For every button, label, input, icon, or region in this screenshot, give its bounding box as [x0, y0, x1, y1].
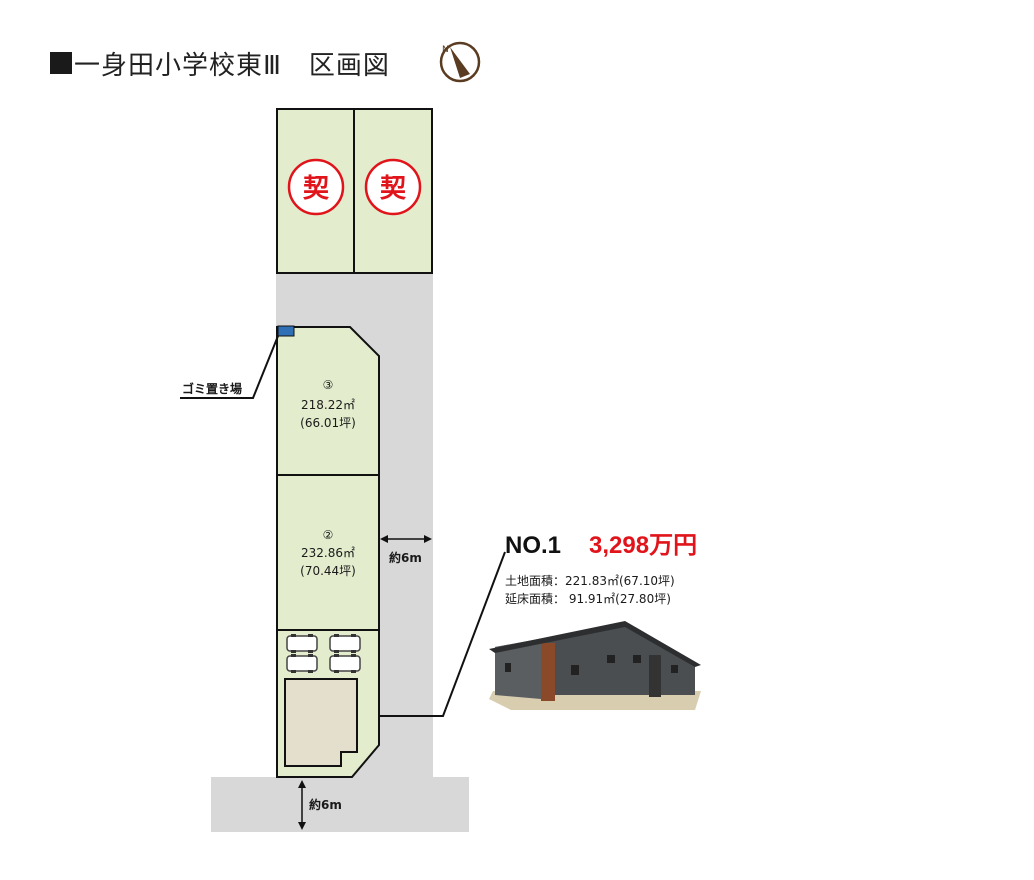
road-south-arrow-top	[298, 780, 306, 788]
lot-2-area: 232.86㎡	[301, 546, 355, 560]
car-wheels	[291, 634, 356, 673]
house-window-3	[633, 655, 641, 663]
lot-3-number: ③	[323, 378, 334, 392]
car-4	[329, 655, 361, 672]
garbage-label: ゴミ置き場	[182, 381, 242, 396]
listing-land-area: 土地面積：221.83㎡(67.10坪)	[505, 574, 675, 588]
lot-2-number: ②	[323, 528, 334, 542]
lot-2-tsubo: (70.44坪)	[300, 564, 356, 578]
listing-price: 3,298万円	[589, 532, 698, 559]
listing-floor-area: 延床面積： 91.91㎡(27.80坪)	[505, 592, 671, 606]
garbage-leader-line	[180, 335, 279, 399]
house-side-wall	[495, 639, 541, 699]
page-title: 一身田小学校東Ⅲ 区画図	[50, 38, 390, 88]
lot-3-tsubo: (66.01坪)	[300, 416, 356, 430]
title-text: 一身田小学校東Ⅲ 区画図	[74, 50, 390, 81]
house-roof-edge	[489, 621, 701, 667]
lot-3	[276, 326, 380, 476]
house-window-4	[671, 665, 678, 673]
car-3	[286, 655, 318, 672]
road-east-arrow-left	[380, 535, 388, 543]
listing-info: NO.1 3,298万円 土地面積：221.83㎡(67.10坪) 延床面積： 9…	[505, 525, 697, 607]
compass-north-label: N	[442, 45, 449, 55]
title-bullet	[50, 52, 72, 74]
road-east-arrow-right	[424, 535, 432, 543]
road-south	[211, 777, 469, 832]
house-rendering	[489, 621, 701, 710]
house-footprint	[284, 678, 358, 767]
garbage-station	[277, 325, 295, 337]
house-window-2	[607, 655, 615, 663]
house-entrance	[649, 655, 661, 697]
road-south-width-label: 約6m	[309, 797, 342, 812]
listing-number: NO.1	[505, 532, 562, 559]
sold-stamp-left	[287, 158, 345, 216]
house-window-5	[571, 665, 579, 675]
sold-stamp-left-text: 契	[302, 174, 330, 204]
listing-leader-line	[379, 551, 506, 717]
sold-stamp-right	[364, 158, 422, 216]
sold-stamp-right-text: 契	[379, 174, 407, 204]
road-east-width-label: 約6m	[389, 550, 422, 565]
car-2	[329, 635, 361, 652]
house-window-1	[505, 663, 511, 672]
compass-north-icon: N	[439, 41, 481, 83]
listing-heading: NO.1 3,298万円	[505, 525, 697, 560]
car-1	[286, 635, 318, 652]
parking-cars	[286, 635, 361, 672]
lot-3-area: 218.22㎡	[301, 398, 355, 412]
road-south-arrow-bottom	[298, 822, 306, 830]
house-wood-panel	[541, 643, 555, 701]
